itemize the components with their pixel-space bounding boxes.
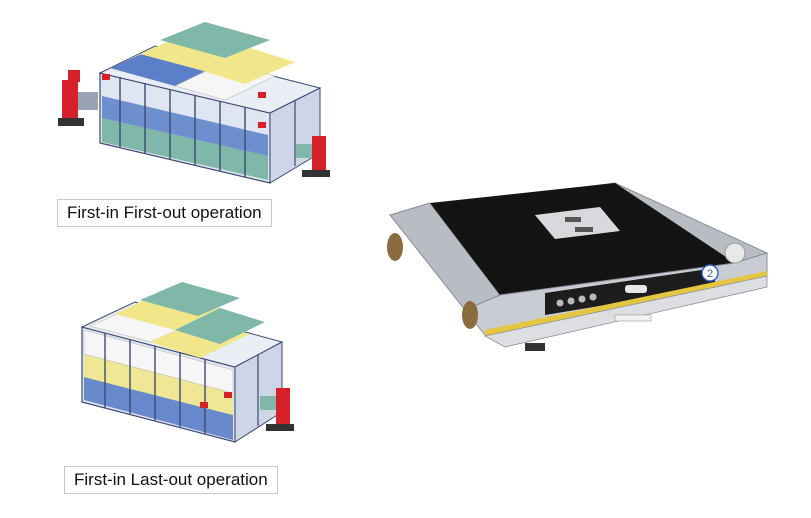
shuttle-badge-number: 2 xyxy=(707,268,713,280)
rack-icon xyxy=(98,22,322,184)
forklift-icon xyxy=(260,388,294,431)
filo-rack-illustration xyxy=(80,282,294,443)
forklift-icon xyxy=(296,136,330,177)
rack-icon xyxy=(80,282,284,443)
shuttle-icon: 2 xyxy=(387,182,769,351)
fifo-rack-illustration xyxy=(58,22,330,184)
filo-caption: First-in Last-out operation xyxy=(64,466,278,494)
fifo-caption: First-in First-out operation xyxy=(57,199,272,227)
forklift-icon xyxy=(58,70,98,126)
